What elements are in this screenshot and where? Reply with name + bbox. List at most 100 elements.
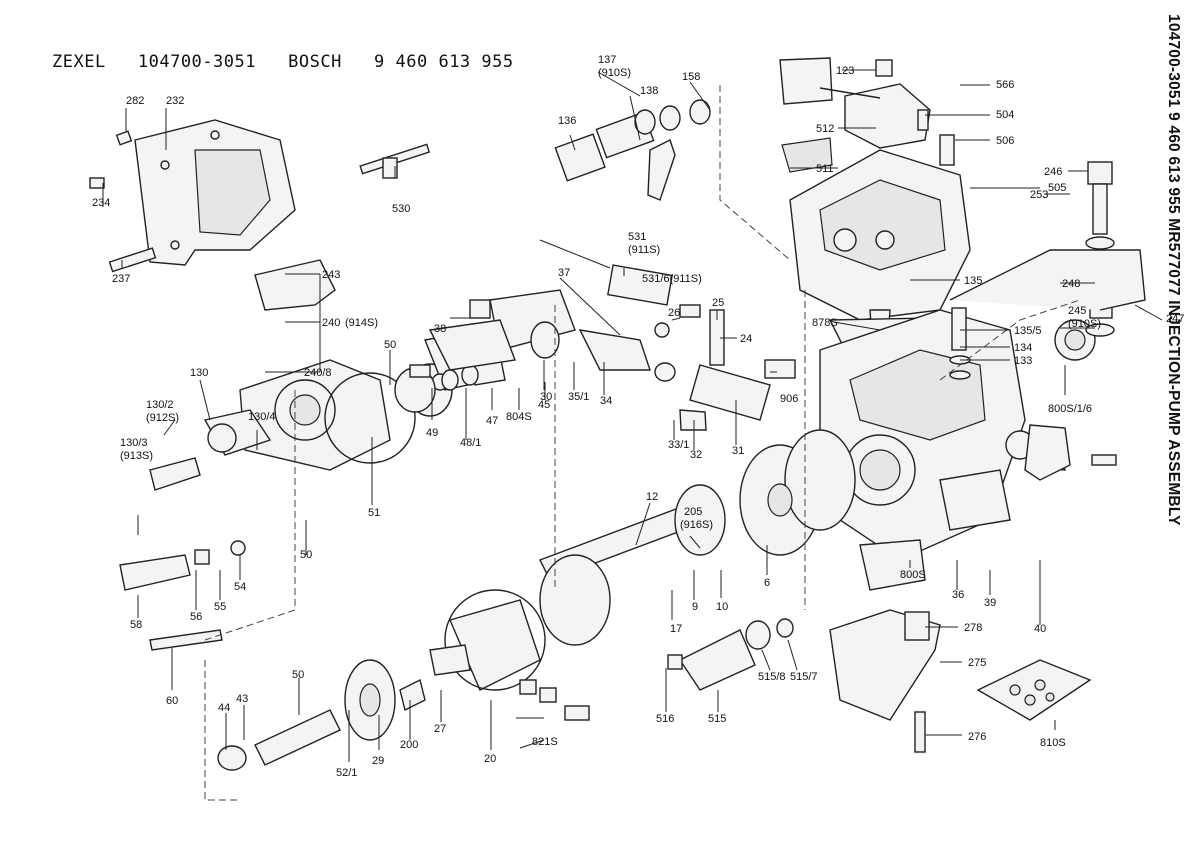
part-label-p906: 906 <box>780 393 798 405</box>
part-label-p200: 200 <box>400 739 418 751</box>
bracket-232-drawing <box>89 119 431 273</box>
part-label-p50b: 50 <box>300 549 312 561</box>
part-label-p55: 55 <box>214 601 226 613</box>
part-label-p158: 158 <box>682 71 700 83</box>
part-label-p910s_a: (910S) <box>598 67 631 79</box>
part-label-p24: 24 <box>740 333 752 345</box>
part-label-p35_1: 35/1 <box>568 391 589 403</box>
part-label-p278: 278 <box>964 622 982 634</box>
part-label-p913s: (913S) <box>120 450 153 462</box>
lower-right-parts-drawing <box>829 424 1117 753</box>
part-label-p566: 566 <box>996 79 1014 91</box>
leader-lines <box>102 69 1163 762</box>
part-label-p506: 506 <box>996 135 1014 147</box>
part-label-p50c: 50 <box>292 669 304 681</box>
part-label-p10: 10 <box>716 601 728 613</box>
part-label-p56: 56 <box>190 611 202 623</box>
part-label-p58: 58 <box>130 619 142 631</box>
part-label-p138: 138 <box>640 85 658 97</box>
part-label-p38: 38 <box>434 323 446 335</box>
part-label-p43: 43 <box>236 693 248 705</box>
part-label-p48_1: 48/1 <box>460 437 481 449</box>
part-label-p505: 505 <box>1048 182 1066 194</box>
part-label-p282: 282 <box>126 95 144 107</box>
part-label-p123: 123 <box>836 65 854 77</box>
part-label-p240: 240 <box>322 317 340 329</box>
part-label-p12: 12 <box>646 491 658 503</box>
part-label-p515_8: 515/8 <box>758 671 786 683</box>
part-label-p27: 27 <box>434 723 446 735</box>
overflow-valve-drawing <box>949 161 1146 380</box>
part-label-p247: 247 <box>1166 313 1184 325</box>
part-label-p9: 9 <box>692 601 698 613</box>
part-label-p31: 31 <box>732 445 744 457</box>
part-label-p134: 134 <box>1014 342 1032 354</box>
part-label-p45: 45 <box>538 399 550 411</box>
part-label-p800s_1_6: 800S/1/6 <box>1048 403 1092 415</box>
part-label-p60: 60 <box>166 695 178 707</box>
part-label-p29: 29 <box>372 755 384 767</box>
part-label-p205: 205 <box>684 506 702 518</box>
part-label-p130_4: 130/4 <box>248 411 276 423</box>
part-label-p810s: 810S <box>1040 737 1066 749</box>
part-label-p248: 248 <box>1062 278 1080 290</box>
part-label-p130_2: 130/2 <box>146 399 174 411</box>
part-label-p137: 137 <box>598 54 616 66</box>
part-label-p512: 512 <box>816 123 834 135</box>
part-label-p916s: (916S) <box>680 519 713 531</box>
part-label-p516: 516 <box>656 713 674 725</box>
distributor-head-drawing <box>119 259 516 651</box>
part-label-p232: 232 <box>166 95 184 107</box>
part-label-p37: 37 <box>558 267 570 279</box>
part-label-p39: 39 <box>984 597 996 609</box>
part-label-p804s: 804S <box>506 411 532 423</box>
part-label-p240_8: 240/8 <box>304 367 332 379</box>
part-label-p136: 136 <box>558 115 576 127</box>
part-label-p130: 130 <box>190 367 208 379</box>
part-label-p800s: 800S <box>900 569 926 581</box>
part-label-p30: 30 <box>540 391 552 403</box>
part-label-p135_5: 135/5 <box>1014 325 1042 337</box>
part-label-p54: 54 <box>234 581 246 593</box>
part-label-p135: 135 <box>964 275 982 287</box>
part-label-p51: 51 <box>368 507 380 519</box>
part-label-p245: 245 <box>1068 305 1086 317</box>
part-label-p6: 6 <box>764 577 770 589</box>
part-label-p20: 20 <box>484 753 496 765</box>
part-label-p26: 26 <box>668 307 680 319</box>
part-label-p504: 504 <box>996 109 1014 121</box>
boost-compensator-drawing <box>539 99 711 338</box>
part-label-p32: 32 <box>690 449 702 461</box>
part-label-p25: 25 <box>712 297 724 309</box>
part-label-p52_1: 52/1 <box>336 767 357 779</box>
part-label-p511: 511 <box>816 163 834 175</box>
part-label-p275: 275 <box>968 657 986 669</box>
part-label-p50a: 50 <box>384 339 396 351</box>
part-label-p34: 34 <box>600 395 612 407</box>
part-label-p531_6: 531/6(911S) <box>642 273 702 285</box>
part-label-p246: 246 <box>1044 166 1062 178</box>
drive-shaft-drawing <box>217 429 856 771</box>
part-label-p253: 253 <box>1030 189 1048 201</box>
part-label-p531: 531 <box>628 231 646 243</box>
part-label-p234: 234 <box>92 197 110 209</box>
part-label-p17: 17 <box>670 623 682 635</box>
fuel-cutoff-solenoid-drawing <box>667 618 794 691</box>
part-label-p47: 47 <box>486 415 498 427</box>
part-label-p36: 36 <box>952 589 964 601</box>
part-label-p44: 44 <box>218 702 230 714</box>
part-label-p515: 515 <box>708 713 726 725</box>
part-label-p243: 243 <box>322 269 340 281</box>
part-label-p49: 49 <box>426 427 438 439</box>
part-label-p237: 237 <box>112 273 130 285</box>
diagram-title: ZEXEL 104700-3051 BOSCH 9 460 613 955 <box>52 52 514 72</box>
part-label-p912s: (912S) <box>146 412 179 424</box>
part-label-p910s_b: (910S) <box>1068 318 1101 330</box>
part-label-p33_1: 33/1 <box>668 439 689 451</box>
part-label-p530: 530 <box>392 203 410 215</box>
part-label-p276: 276 <box>968 731 986 743</box>
part-label-p40: 40 <box>1034 623 1046 635</box>
